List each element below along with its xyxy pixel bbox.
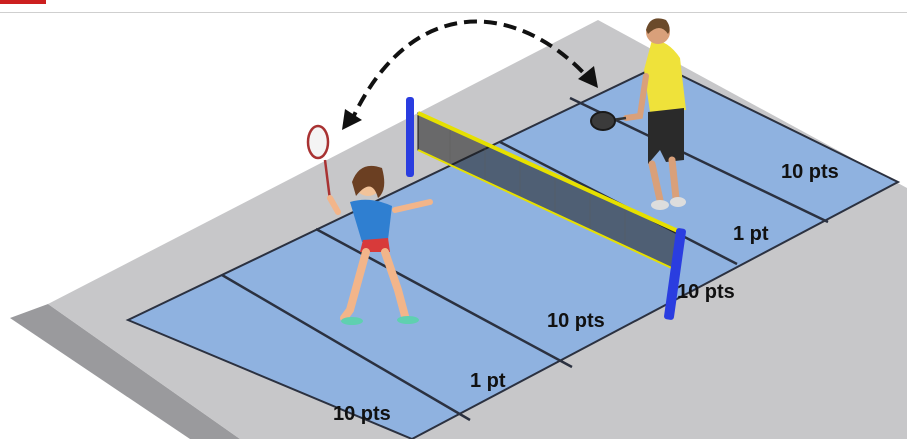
- zone-label-right-back: 10 pts: [781, 161, 839, 183]
- badminton-player-male-icon: [590, 18, 686, 210]
- top-accent-bar: [0, 0, 46, 4]
- badminton-player-female-icon: [306, 124, 433, 325]
- zone-label-right-front: 10 pts: [677, 281, 735, 303]
- net: [406, 97, 686, 320]
- zone-label-left-middle: 1 pt: [470, 370, 506, 392]
- net-post-left: [406, 97, 414, 177]
- court-line-left-back: [221, 273, 471, 422]
- zone-label-left-back: 10 pts: [333, 403, 391, 425]
- zone-label-left-front: 10 pts: [547, 310, 605, 332]
- net-post-right: [664, 228, 686, 320]
- net-bottom-tape: [417, 149, 677, 271]
- net-top-tape: [417, 111, 681, 234]
- curved-double-arrow-icon: [342, 19, 598, 130]
- zone-label-right-middle: 1 pt: [733, 223, 769, 245]
- court-surface: [128, 65, 898, 439]
- ground-slab-side: [10, 304, 240, 439]
- court-line-left-service: [315, 227, 573, 369]
- top-divider: [0, 12, 907, 13]
